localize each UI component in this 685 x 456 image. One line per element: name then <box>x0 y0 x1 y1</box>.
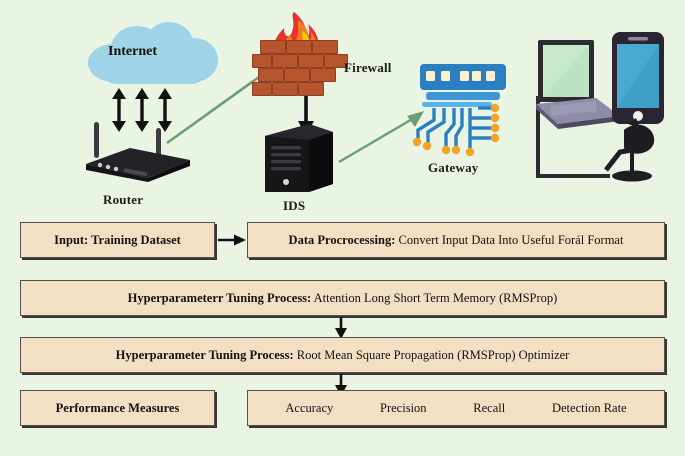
input-training-dataset-bold: Input: Training Dataset <box>54 232 181 247</box>
ids-server-icon <box>265 124 333 192</box>
hyperparameter-attention-lstm-text: Hyperparameterr Tuning Process: Attentio… <box>128 291 558 306</box>
router-label: Router <box>103 192 144 207</box>
hyperparameter-attention-lstm-box: Hyperparameterr Tuning Process: Attentio… <box>20 280 665 316</box>
data-preprocessing-box: Data Procrocessing: Convert Input Data I… <box>247 222 665 258</box>
hyperparameter-attention-lstm-rest: Attention Long Short Term Memory (RMSPro… <box>311 290 558 305</box>
internet-cloud <box>88 22 218 84</box>
internet-cloud-label: Internet <box>108 44 157 59</box>
input-training-dataset-box: Input: Training Dataset <box>20 222 215 258</box>
metrics-list: Accuracy Precision Recall Detection Rate <box>248 401 664 416</box>
internet-router-double-arrows <box>112 88 172 132</box>
firewall-icon <box>252 12 360 100</box>
row2-to-row3-arrow <box>335 317 347 339</box>
metrics-box: Accuracy Precision Recall Detection Rate <box>247 390 665 426</box>
gateway-label: Gateway <box>428 160 479 175</box>
ids-label: IDS <box>283 198 306 213</box>
performance-measures-bold: Performance Measures <box>55 400 180 415</box>
firewall-label: Firewall <box>344 60 392 75</box>
hyperparameter-rmsprop-bold: Hyperparameter Tuning Process: <box>115 347 294 362</box>
performance-measures-text: Performance Measures <box>56 401 180 416</box>
hyperparameter-rmsprop-box: Hyperparameter Tuning Process: Root Mean… <box>20 337 665 373</box>
hyperparameter-rmsprop-rest: Root Mean Square Propagation (RMSProp) O… <box>293 347 570 362</box>
router-icon <box>86 122 190 182</box>
end-devices-icons <box>536 32 664 182</box>
data-preprocessing-bold: Data Procrocessing: <box>288 232 396 247</box>
metric-accuracy: Accuracy <box>285 400 334 415</box>
metric-recall: Recall <box>473 400 506 415</box>
hyperparameter-attention-lstm-bold: Hyperparameterr Tuning Process: <box>127 290 312 305</box>
input-to-preprocess-arrow <box>218 234 246 246</box>
network-illustration: Internet Route <box>0 0 685 215</box>
gateway-icon <box>412 64 506 157</box>
data-preprocessing-rest: Convert Input Data Into Useful Forál For… <box>395 232 624 247</box>
data-preprocessing-text: Data Procrocessing: Convert Input Data I… <box>289 233 624 248</box>
input-training-dataset-text: Input: Training Dataset <box>54 233 181 248</box>
performance-measures-box: Performance Measures <box>20 390 215 426</box>
metric-precision: Precision <box>380 400 427 415</box>
metric-detection-rate: Detection Rate <box>551 400 627 415</box>
ids-to-gateway-arrow <box>338 111 424 164</box>
hyperparameter-rmsprop-text: Hyperparameter Tuning Process: Root Mean… <box>116 348 570 363</box>
